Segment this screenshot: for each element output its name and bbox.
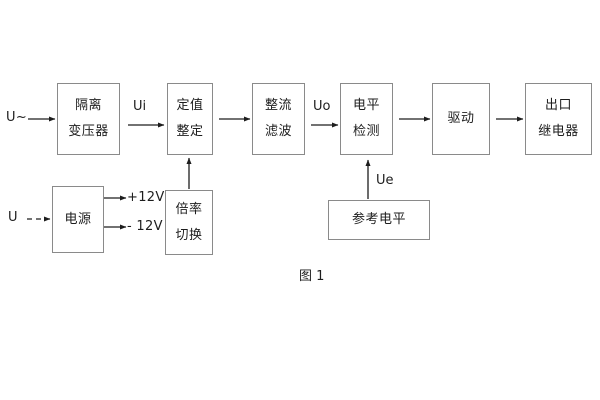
label-rail-negative: - 12V — [127, 219, 163, 234]
block-line: 电平 — [352, 98, 380, 114]
block-line: 继电器 — [538, 124, 579, 139]
block-isolation-transformer: 隔离 变压器 — [57, 83, 120, 155]
block-level-detection: 电平 检测 — [340, 83, 393, 155]
block-output-relay: 出口 继电器 — [525, 83, 592, 155]
block-setting-value: 定值 整定 — [167, 83, 213, 155]
block-line: 滤波 — [264, 124, 292, 139]
block-line: 整定 — [176, 124, 204, 139]
block-line: 出口 — [544, 98, 572, 114]
block-line: 定值 — [176, 98, 204, 114]
label-input-ac: U~ — [6, 110, 28, 125]
block-multiplier-switch: 倍率 切换 — [165, 190, 213, 255]
block-reference-level: 参考电平 — [328, 200, 430, 240]
block-line: 倍率 — [175, 201, 203, 217]
label-signal-ue: Ue — [376, 173, 394, 188]
block-line: 变压器 — [68, 124, 109, 139]
label-input-dc: U — [8, 210, 18, 225]
block-line: 驱动 — [447, 111, 475, 127]
label-signal-uo: Uo — [313, 99, 331, 114]
label-rail-positive: +12V — [127, 190, 165, 205]
block-line: 整流 — [264, 98, 292, 114]
block-line: 电源 — [64, 211, 92, 227]
block-drive: 驱动 — [432, 83, 490, 155]
block-line: 检测 — [352, 124, 380, 139]
block-line: 参考电平 — [351, 212, 406, 228]
block-rectify-filter: 整流 滤波 — [252, 83, 305, 155]
figure-caption: 图 1 — [299, 269, 325, 284]
label-signal-ui: Ui — [133, 99, 147, 114]
block-line: 隔离 — [74, 98, 102, 114]
block-line: 切换 — [175, 227, 203, 243]
block-power-supply: 电源 — [52, 186, 104, 253]
